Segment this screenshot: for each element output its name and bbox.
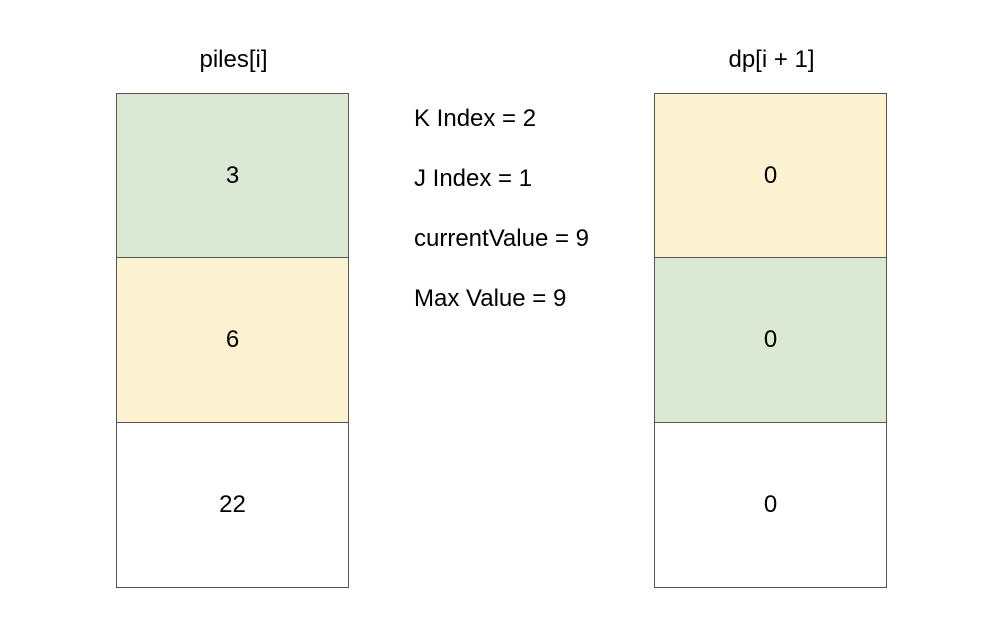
k-index-label: K Index = 2: [414, 105, 537, 132]
j-index-label: J Index = 1: [414, 165, 533, 192]
dp-array: 0 0 0: [654, 93, 887, 588]
dp-title: dp[i + 1]: [728, 46, 815, 73]
info-panel: K Index = 2 J Index = 1 currentValue = 9…: [414, 105, 589, 345]
piles-cell: 22: [116, 423, 349, 588]
dp-cell: 0: [654, 93, 887, 258]
max-value-label: Max Value = 9: [414, 285, 567, 312]
dp-cell: 0: [654, 423, 887, 588]
current-value-label: currentValue = 9: [414, 225, 589, 252]
dp-cell: 0: [654, 258, 887, 423]
piles-cell: 6: [116, 258, 349, 423]
piles-title: piles[i]: [199, 46, 268, 73]
piles-cell: 3: [116, 93, 349, 258]
piles-array: 3 6 22: [116, 93, 349, 588]
